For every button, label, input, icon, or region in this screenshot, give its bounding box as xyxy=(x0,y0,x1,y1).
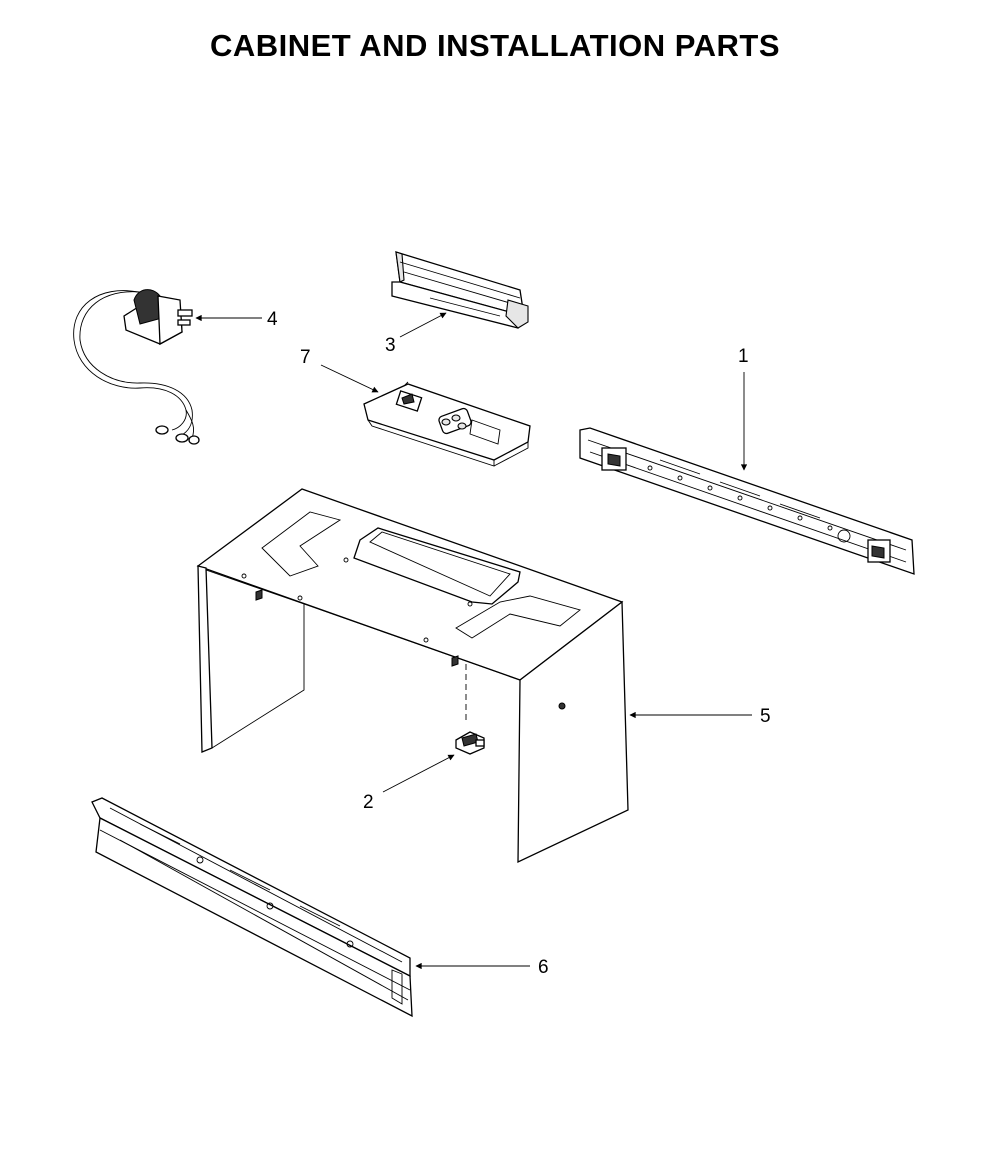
callout-3: 3 xyxy=(385,335,396,356)
top-vent-damper-icon xyxy=(391,251,529,329)
callout-2: 2 xyxy=(363,792,374,813)
front-bottom-rail-icon xyxy=(91,797,413,1018)
callout-7: 7 xyxy=(300,347,311,368)
callout-5: 5 xyxy=(760,706,771,727)
mounting-plate-icon xyxy=(363,381,531,467)
leader-line-2 xyxy=(382,754,455,793)
page-title: CABINET AND INSTALLATION PARTS xyxy=(209,28,781,63)
callout-1: 1 xyxy=(738,346,749,367)
light-socket-icon xyxy=(455,664,485,755)
callout-6: 6 xyxy=(538,957,549,978)
leader-line-7 xyxy=(320,364,379,393)
callout-4: 4 xyxy=(267,309,278,330)
rear-mounting-rail-icon xyxy=(579,427,915,575)
leader-line-3 xyxy=(399,312,447,338)
cabinet-wrapper-icon xyxy=(196,488,629,864)
power-cord-plug-icon xyxy=(73,289,200,445)
